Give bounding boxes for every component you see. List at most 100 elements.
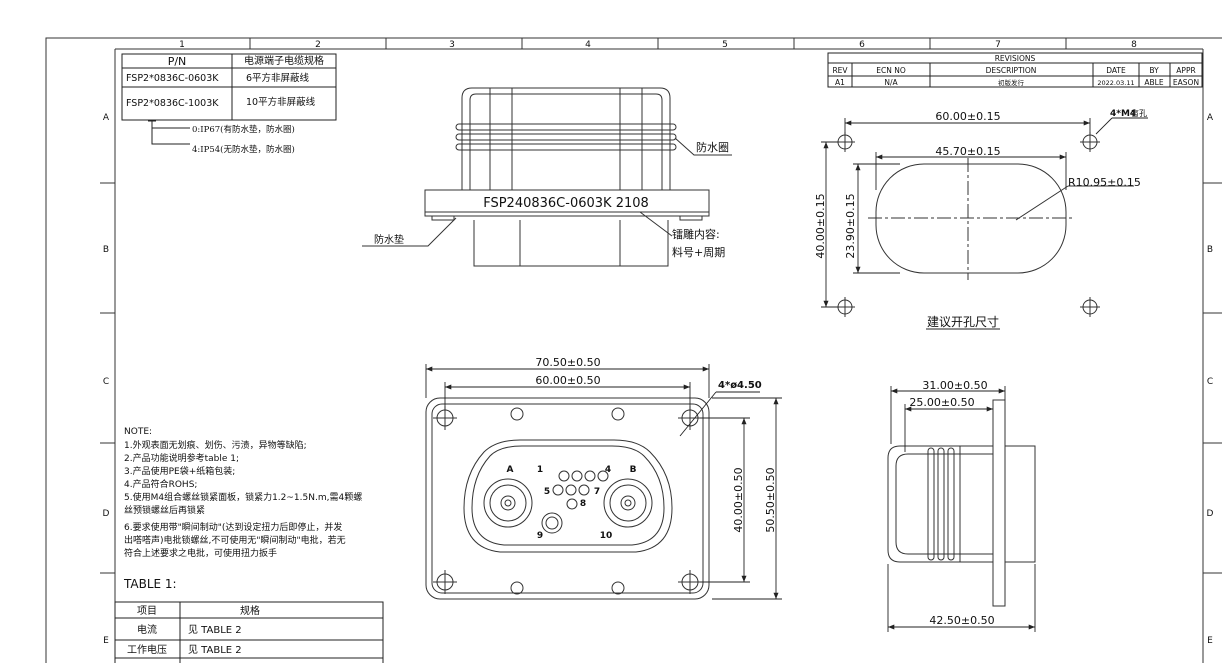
note-line: 符合上述要求之电批，可使用扭力扳手 <box>124 547 277 559</box>
table1-title: TABLE 1: <box>123 577 177 591</box>
front-height-40: 40.00±0.50 <box>732 467 745 532</box>
profile-width-25: 25.00±0.50 <box>909 396 974 409</box>
cutout-holes-suffix: 盲孔 <box>1131 108 1147 118</box>
cutout-view <box>868 158 1134 280</box>
table1-header-item: 项目 <box>137 605 157 617</box>
rev-header: BY <box>1149 66 1159 75</box>
column-label: 7 <box>995 40 1001 50</box>
pn-row-1-pn: FSP2*0836C-0603K <box>126 73 219 84</box>
front-pin-labels: A 1 4 B 5 7 8 9 10 <box>507 465 637 541</box>
column-label: 4 <box>585 40 591 50</box>
note-line: 出嗒嗒声)电批锁螺丝,不可使用无"瞬间制动"电批，若无 <box>124 534 346 546</box>
rev-cell: EASON <box>1173 78 1199 87</box>
row-label: D <box>103 509 110 519</box>
column-label: 5 <box>722 40 728 50</box>
gasket-label: 防水垫 <box>374 233 404 246</box>
front-height-5050: 50.50±0.50 <box>764 467 777 532</box>
column-label: 2 <box>315 40 321 50</box>
cutout-width-60: 60.00±0.15 <box>935 110 1000 123</box>
note-line: 5.使用M4组合螺丝锁紧面板，锁紧力1.2~1.5N.m,需4颗螺 <box>124 491 362 503</box>
cutout-width-4570: 45.70±0.15 <box>935 145 1000 158</box>
pin-label: 5 <box>544 487 550 497</box>
cutout-caption: 建议开孔尺寸 <box>927 315 999 329</box>
pin-label: 4 <box>605 465 611 475</box>
profile-width-31: 31.00±0.50 <box>922 379 987 392</box>
table1-row-2-spec: 见 TABLE 2 <box>188 644 242 656</box>
profile-view <box>887 399 1036 607</box>
front-mount-holes <box>433 406 702 595</box>
pin-label: 1 <box>537 465 543 475</box>
pn-option-4: 4:IP54(无防水垫，防水圈) <box>192 144 295 155</box>
seal-ring-label: 防水圈 <box>696 140 729 154</box>
cutout-height-2390: 23.90±0.15 <box>844 193 857 258</box>
cutout-dimensions <box>821 117 1148 330</box>
front-holes-label: 4*ø4.50 <box>718 380 762 391</box>
pn-row-2-spec: 10平方非屏蔽线 <box>246 96 316 108</box>
revisions-table: REVISIONS REV ECN NO DESCRIPTION DATE BY… <box>827 52 1203 88</box>
pin-label: 10 <box>600 531 613 541</box>
row-label: C <box>1207 377 1213 387</box>
rev-cell: 2022.03.11 <box>1097 79 1134 87</box>
front-dimensions <box>425 364 782 600</box>
column-label: 3 <box>449 40 455 50</box>
front-width-60: 60.00±0.50 <box>535 374 600 387</box>
column-label: 6 <box>859 40 865 50</box>
column-label: 8 <box>1131 40 1137 50</box>
row-labels: A B C D E A B C D E <box>103 113 1214 646</box>
pn-row-1-spec: 6平方非屏蔽线 <box>246 72 310 84</box>
drawing-frame <box>45 37 1222 663</box>
row-label: E <box>1207 636 1213 646</box>
cutout-height-40: 40.00±0.15 <box>814 193 827 258</box>
rev-cell: N/A <box>884 78 898 87</box>
note-line: 4.产品符合ROHS; <box>124 478 197 490</box>
revisions-title: REVISIONS <box>995 54 1036 63</box>
note-line: 1.外观表面无划痕、划伤、污渍，异物等缺陷; <box>124 439 307 451</box>
engraving-text: FSP240836C-0603K 2108 <box>483 196 649 211</box>
pn-table: P/N 电源端子电缆规格 FSP2*0836C-0603K 6平方非屏蔽线 FS… <box>121 53 337 155</box>
cutout-holes <box>835 132 1100 317</box>
note-line: 6.要求使用带"瞬间制动"(达到设定扭力后即停止，并发 <box>124 521 342 533</box>
table1-header-spec: 规格 <box>240 604 260 617</box>
rev-header: REV <box>832 66 848 75</box>
table1-row-1-item: 电流 <box>137 623 157 636</box>
row-label: E <box>103 636 109 646</box>
table1-row-2-item: 工作电压 <box>127 643 167 656</box>
rev-header: DATE <box>1106 66 1126 75</box>
rev-header: ECN NO <box>876 66 906 75</box>
pn-header-pn: P/N <box>168 55 187 68</box>
pin-label: 9 <box>537 531 543 541</box>
engrave-content: 料号+周期 <box>672 245 725 259</box>
note-line: 丝预锁螺丝后再锁紧 <box>124 504 205 516</box>
cutout-radius: R10.95±0.15 <box>1068 176 1141 189</box>
pn-header-spec: 电源端子电缆规格 <box>244 54 324 67</box>
row-label: B <box>103 245 109 255</box>
column-label: 1 <box>179 40 185 50</box>
engrave-title: 镭雕内容: <box>672 227 720 241</box>
table1-row-1-spec: 见 TABLE 2 <box>188 624 242 636</box>
pn-option-0: 0:IP67(有防水垫，防水圈) <box>192 124 295 135</box>
cutout-holes-label: 4*M4 <box>1110 109 1136 119</box>
profile-width-4250: 42.50±0.50 <box>929 614 994 627</box>
rev-cell: A1 <box>835 78 845 87</box>
rev-header: APPR <box>1176 66 1195 75</box>
side-view <box>424 87 710 267</box>
rev-header: DESCRIPTION <box>986 66 1037 75</box>
row-label: B <box>1207 245 1213 255</box>
pn-row-2-pn: FSP2*0836C-1003K <box>126 98 219 109</box>
pin-label: A <box>507 465 514 475</box>
rev-cell: ABLE <box>1144 78 1163 87</box>
notes-block: NOTE: 1.外观表面无划痕、划伤、污渍，异物等缺陷; 2.产品功能说明参考t… <box>124 427 362 559</box>
pin-label: B <box>630 465 637 475</box>
note-line: 2.产品功能说明参考table 1; <box>124 452 239 464</box>
rev-cell: 初版发行 <box>998 78 1025 87</box>
row-label: A <box>103 113 110 123</box>
note-line: 3.产品使用PE袋+纸箱包装; <box>124 465 235 477</box>
row-label: A <box>1207 113 1214 123</box>
pin-label: 7 <box>594 487 600 497</box>
profile-dimensions <box>887 386 1036 632</box>
front-view <box>425 397 710 600</box>
column-labels: 1 2 3 4 5 6 7 8 <box>179 40 1137 50</box>
row-label: D <box>1207 509 1214 519</box>
notes-title: NOTE: <box>124 427 152 437</box>
